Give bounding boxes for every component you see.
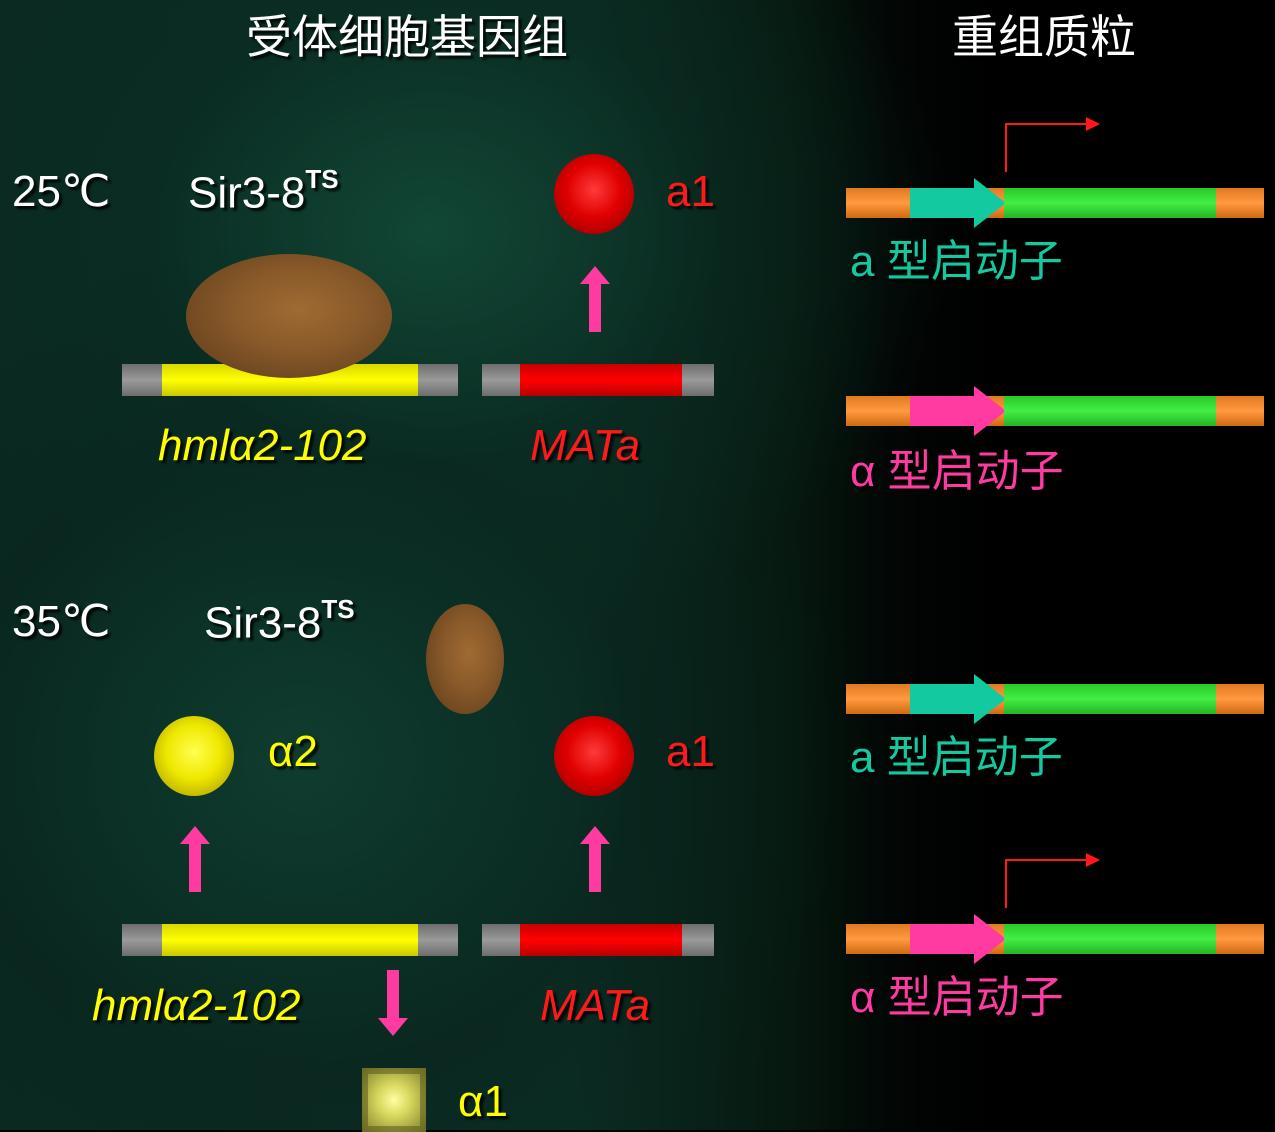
temp-25: 25℃ — [12, 167, 111, 216]
alpha2-protein — [154, 716, 234, 796]
plasmid-1 — [846, 178, 1264, 228]
promoter-arrowhead-4 — [974, 914, 1006, 964]
transcription-arrow-2 — [1005, 853, 1100, 908]
up-arrow-hml-bottom — [180, 826, 210, 892]
alpha2-label: α2 — [268, 727, 318, 776]
a1-protein-bottom — [554, 716, 634, 796]
promoter-alpha-block-4 — [910, 924, 978, 954]
plasmid-3-label: a 型启动子 — [850, 733, 1063, 782]
hml-gene-label-top: hmlα2-102 — [158, 421, 367, 470]
sir3-label-top: Sir3-8TS — [188, 164, 339, 218]
plasmid-4 — [846, 914, 1264, 964]
promoter-alpha-block-2 — [910, 396, 978, 426]
alpha1-protein-box — [362, 1068, 426, 1132]
sir-protein-blob-top — [186, 254, 392, 378]
plasmid-header: 重组质粒 — [952, 11, 1136, 63]
down-arrow-bottom — [378, 970, 408, 1036]
plasmid-2 — [846, 386, 1264, 436]
mat-gene-label-bottom: MATa — [540, 981, 651, 1030]
promoter-a-block-1 — [910, 188, 978, 218]
mat-gene-bar-top — [482, 364, 714, 396]
recipient-genome-header: 受体细胞基因组 — [246, 11, 568, 63]
sir-protein-blob-bottom — [426, 604, 504, 714]
promoter-a-block-3 — [910, 684, 978, 714]
promoter-arrowhead-3 — [974, 674, 1006, 724]
plasmid-1-label: a 型启动子 — [850, 237, 1063, 286]
transcription-arrow-1 — [1005, 117, 1100, 172]
hml-gene-label-bottom: hmlα2-102 — [92, 981, 301, 1030]
a1-label-top: a1 — [666, 167, 715, 216]
promoter-arrowhead-1 — [974, 178, 1006, 228]
a1-label-bottom: a1 — [666, 727, 715, 776]
up-arrow-mat-bottom — [580, 826, 610, 892]
up-arrow-top — [580, 266, 610, 332]
sir3-label-bottom: Sir3-8TS — [204, 594, 355, 648]
plasmid-3 — [846, 674, 1264, 724]
temp-35: 35℃ — [12, 597, 111, 646]
mat-gene-bar-bottom — [482, 924, 714, 956]
plasmid-2-label: α 型启动子 — [850, 447, 1064, 496]
a1-protein-top — [554, 154, 634, 234]
mat-gene-label-top: MATa — [530, 421, 641, 470]
hml-gene-bar-top — [122, 364, 458, 396]
plasmid-4-label: α 型启动子 — [850, 973, 1064, 1022]
hml-gene-bar-bottom — [122, 924, 458, 956]
alpha1-label: α1 — [458, 1077, 508, 1126]
promoter-arrowhead-2 — [974, 386, 1006, 436]
